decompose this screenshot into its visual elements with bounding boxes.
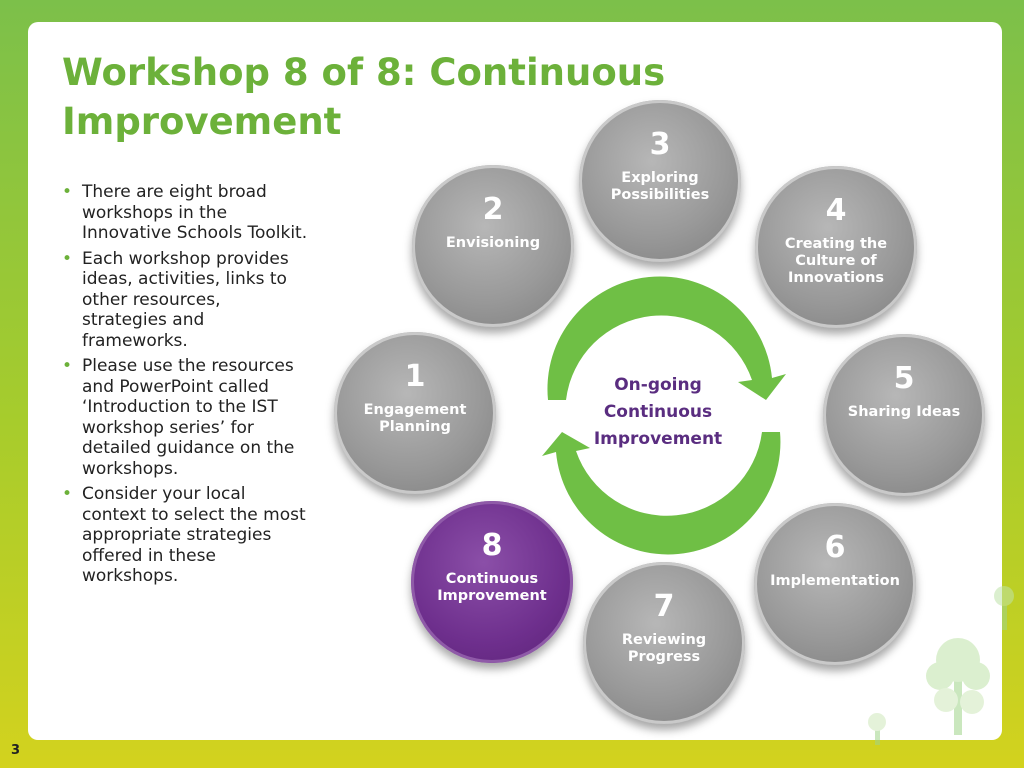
bullet-list: • There are eight broad workshops in the …: [58, 182, 308, 592]
step-number: 4: [825, 193, 847, 228]
bullet-item: • Each workshop provides ideas, activitie…: [58, 249, 308, 352]
step-circle-7[interactable]: 7 Reviewing Progress: [583, 562, 745, 724]
step-label: Sharing Ideas: [847, 404, 961, 420]
bullet-dot-icon: •: [62, 356, 73, 376]
step-label: Creating the Culture of Innovations: [784, 236, 888, 286]
step-circle-4[interactable]: 4 Creating the Culture of Innovations: [755, 166, 917, 328]
step-label: Continuous Improvement: [437, 571, 547, 604]
bullet-text: Please use the resources and PowerPoint …: [82, 356, 295, 479]
tree-icon: [868, 586, 1014, 745]
bullet-item: • Consider your local context to select t…: [58, 484, 308, 587]
bullet-dot-icon: •: [62, 248, 73, 269]
bullet-item: • Please use the resources and PowerPoint…: [58, 356, 308, 479]
step-label: Envisioning: [445, 235, 541, 251]
cycle-arrows: [542, 276, 786, 555]
bullet-item: • There are eight broad workshops in the …: [58, 182, 308, 244]
step-circle-6[interactable]: 6 Implementation: [754, 503, 916, 665]
step-number: 6: [824, 530, 846, 565]
step-number: 1: [404, 359, 426, 394]
bottom-arrow: [542, 432, 781, 555]
step-number: 5: [893, 361, 915, 396]
step-number: 7: [653, 589, 675, 624]
step-label: Exploring Possibilities: [610, 170, 710, 203]
bullet-dot-icon: •: [62, 484, 73, 504]
page-number: 3: [11, 743, 21, 758]
step-number: 8: [481, 528, 503, 563]
slide-title: Workshop 8 of 8: Continuous Improvement: [62, 51, 666, 143]
step-label: Implementation: [770, 573, 900, 589]
step-circle-1[interactable]: 1 Engagement Planning: [334, 332, 496, 494]
step-number: 3: [649, 127, 671, 162]
top-arrow: [547, 276, 786, 400]
step-label: Engagement Planning: [363, 402, 467, 435]
step-number: 2: [482, 192, 504, 227]
bullet-text: Each workshop provides ideas, activities…: [82, 248, 289, 351]
step-circle-2[interactable]: 2 Envisioning: [412, 165, 574, 327]
cycle-center-label: On-going Continuous Improvement: [593, 375, 723, 449]
step-circle-5[interactable]: 5 Sharing Ideas: [823, 334, 985, 496]
step-circle-3[interactable]: 3 Exploring Possibilities: [579, 100, 741, 262]
bullet-text: There are eight broad workshops in the I…: [82, 182, 308, 243]
step-label: Reviewing Progress: [621, 632, 707, 665]
bullet-text: Consider your local context to select th…: [82, 484, 306, 586]
bullet-dot-icon: •: [62, 182, 73, 202]
step-circle-8[interactable]: 8 Continuous Improvement: [411, 501, 573, 663]
